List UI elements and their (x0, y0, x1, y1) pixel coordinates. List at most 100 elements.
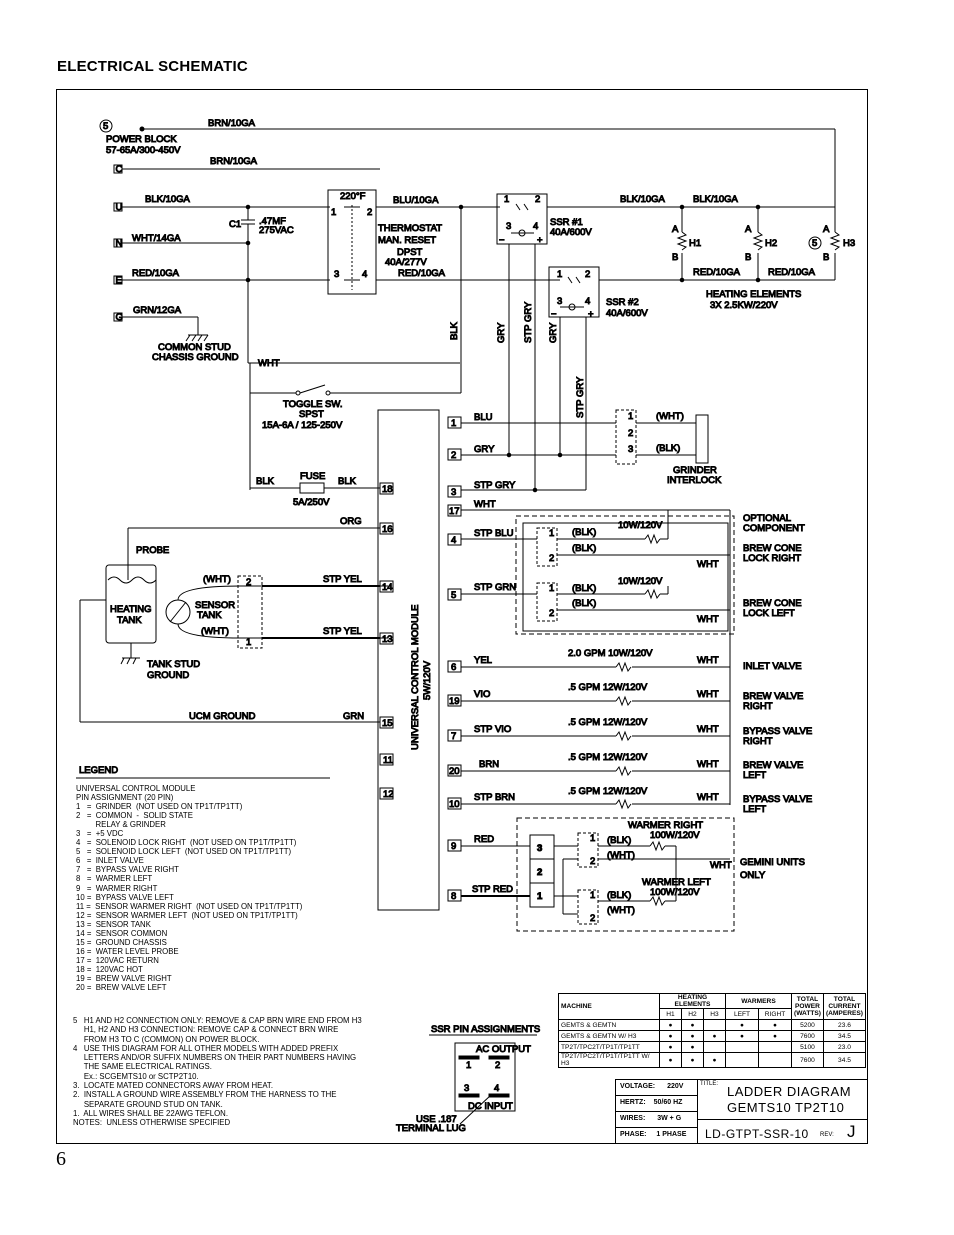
warmer-right-label: WARMER RIGHT (628, 820, 703, 831)
fuse-rating: 5A/250V (293, 497, 330, 508)
cone-l-wht: WHT (697, 614, 719, 625)
ssr2-rating: 40A/600V (606, 308, 648, 319)
valve-bypass-left-wht: WHT (697, 792, 719, 803)
valve-bypass-left-rating: .5 GPM 12W/120V (568, 786, 648, 797)
ssr2-name: SSR #2 (606, 297, 639, 308)
note-line: SEPARATE GROUND STUD ON TANK. (73, 1099, 223, 1109)
ucm-pin-3: 3 (451, 487, 456, 498)
table-cell (725, 1041, 759, 1053)
valve-brew-right-name-1: BREW VALVE (743, 691, 803, 702)
ssr-pins-use-1: USE .187 (416, 1114, 457, 1125)
valve-bypass-left-name-2: LEFT (743, 804, 766, 815)
table-cell (725, 1052, 759, 1068)
legend-line: 10 = BYPASS VALVE LEFT (76, 892, 174, 902)
warmer-r-blk: (BLK) (607, 835, 631, 846)
ucm-pin-13: 13 (382, 634, 393, 645)
optional-label-2: COMPONENT (743, 523, 805, 534)
ssr1-pin-3: 3 (506, 221, 511, 232)
probe-label: PROBE (136, 545, 169, 556)
thermostat-label-4: 40A/277V (385, 257, 427, 268)
cone-l-conn-2: 2 (549, 608, 554, 619)
ucm-pin-8: 8 (451, 891, 456, 902)
thermostat-label-1: THERMOSTAT (378, 223, 442, 234)
wire-label-grn-g: GRN/12GA (133, 305, 182, 316)
table-cell: ● (681, 1030, 704, 1042)
ucm-pin-17: 17 (449, 506, 460, 517)
wire-label-grn: GRN (343, 711, 364, 722)
ucm-pin-4: 4 (451, 535, 456, 546)
ssr2-pin-4: 4 (585, 296, 590, 307)
valve-bypass-right-name-1: BYPASS VALVE (743, 726, 812, 737)
table-cell (758, 1041, 792, 1053)
interlock-conn-3: 3 (628, 444, 633, 455)
table-header-warmers: WARMERS (725, 993, 792, 1009)
ucm-pin-9: 9 (451, 841, 456, 852)
sensor-label-1: SENSOR (195, 600, 235, 611)
wire-label-gry-1: GRY (496, 322, 507, 343)
cone-r-blk-1: (BLK) (572, 527, 596, 538)
ucm-pin-16: 16 (382, 524, 393, 535)
toggle-label-3: 15A-6A / 125-250V (262, 420, 343, 431)
ucm-right-pins: 1 2 3 17 4 5 6 19 7 20 10 9 8 (447, 416, 462, 903)
warmer-left-label: WARMER LEFT (642, 877, 711, 888)
legend-line: 19 = BREW VALVE RIGHT (76, 973, 172, 983)
power-block-ref: 5 (103, 121, 108, 132)
capacitor-ref: C1 (229, 219, 241, 230)
table-cell: 23.6 (822, 1019, 866, 1031)
valve-brew-left-rating: .5 GPM 12W/120V (568, 752, 648, 763)
wire-label-blk-ssr1: BLK/10GA (620, 194, 666, 205)
tb-voltage: 220V (667, 1083, 684, 1090)
toggle-switch: TOGGLE SW. SPST 15A-6A / 125-250V (249, 363, 462, 490)
table-cell: ● (659, 1030, 682, 1042)
table-cell: 34.5 (822, 1052, 866, 1068)
heater-h2-label: H2 (765, 238, 777, 249)
wire-label-stp-red: STP RED (472, 884, 513, 895)
ssr-pins-2: 2 (495, 1060, 500, 1071)
table-cell-machine: TP2T/TPC2T/TP1T/TP1TT W/ H3 (558, 1052, 660, 1068)
wire-label-sensor-wht-2: (WHT) (201, 626, 229, 637)
power-block-label: POWER BLOCK (106, 134, 177, 145)
tb-wires: 3W + G (657, 1115, 682, 1122)
power-block: 5 POWER BLOCK 57-65A/300-450V BRN/10GA (99, 118, 836, 227)
heating-elements-title: HEATING ELEMENTS (706, 289, 801, 300)
tb-doc: LD-GTPT-SSR-10 (705, 1127, 809, 1141)
wire-label-brn-r: BRN (479, 759, 499, 770)
thermostat-pin-3: 3 (334, 269, 339, 280)
interlock-label-2: INTERLOCK (667, 475, 722, 486)
wire-label-blu: BLU/10GA (393, 195, 439, 206)
valve-bypass-right-wht: WHT (697, 724, 719, 735)
tb-title-label: TITLE: (700, 1081, 719, 1087)
model-table: MACHINE HEATING ELEMENTS WARMERS TOTAL P… (558, 993, 866, 1068)
ssr-2: 1 2 3 4 −+ SSR #2 40A/600V RED/10GA RED/… (548, 266, 835, 490)
power-block-rating: 57-65A/300-450V (106, 145, 181, 156)
warmer-r-wht: (WHT) (607, 850, 635, 861)
table-row: GEMTS & GEMTN W/ H3 ● ● ● ● ● 7600 34.5 (558, 1030, 866, 1042)
tb-title-2: GEMTS10 TP2T10 (727, 1100, 845, 1115)
valve-brew-right-rating: .5 GPM 12W/120V (568, 682, 648, 693)
capacitor: C1 .47MF 275VAC WHT (229, 204, 460, 370)
table-cell: 7600 (791, 1052, 824, 1068)
thermostat-pin-1: 1 (331, 207, 336, 218)
note-line: H1, H2 AND H3 CONNECTION: REMOVE CAP & C… (73, 1025, 339, 1035)
wire-label-brn-top: BRN/10GA (208, 118, 256, 129)
tb-hertz: 50/60 HZ (653, 1099, 683, 1106)
ssr2-pin-1: 1 (557, 269, 562, 280)
legend-line: 14 = SENSOR COMMON (76, 928, 168, 938)
valve-brew-left-name-2: LEFT (743, 770, 766, 781)
heater-h2-a: A (745, 224, 752, 235)
legend-line: 4 = SOLENOID LOCK RIGHT (NOT USED ON TP1… (76, 838, 297, 848)
toggle-label-2: SPST (299, 409, 324, 420)
warmer-r-conn-1: 1 (590, 833, 595, 844)
ucm-pin-5: 5 (451, 590, 456, 601)
ssr1-rating: 40A/600V (550, 227, 592, 238)
heater-h2-b: B (745, 252, 751, 263)
legend-line: 16 = WATER LEVEL PROBE (76, 946, 179, 956)
note-line: THE SAME ELECTRICAL RATINGS. (73, 1062, 212, 1072)
table-cell: ● (659, 1019, 682, 1031)
warmer-r-conn-2: 2 (590, 856, 595, 867)
brew-cone-left-1: BREW CONE (743, 598, 802, 609)
wire-label-blu-r: BLU (474, 412, 493, 423)
warmer-wht: WHT (710, 860, 732, 871)
ssr-pins-title: SSR PIN ASSIGNMENTS (431, 1024, 540, 1035)
